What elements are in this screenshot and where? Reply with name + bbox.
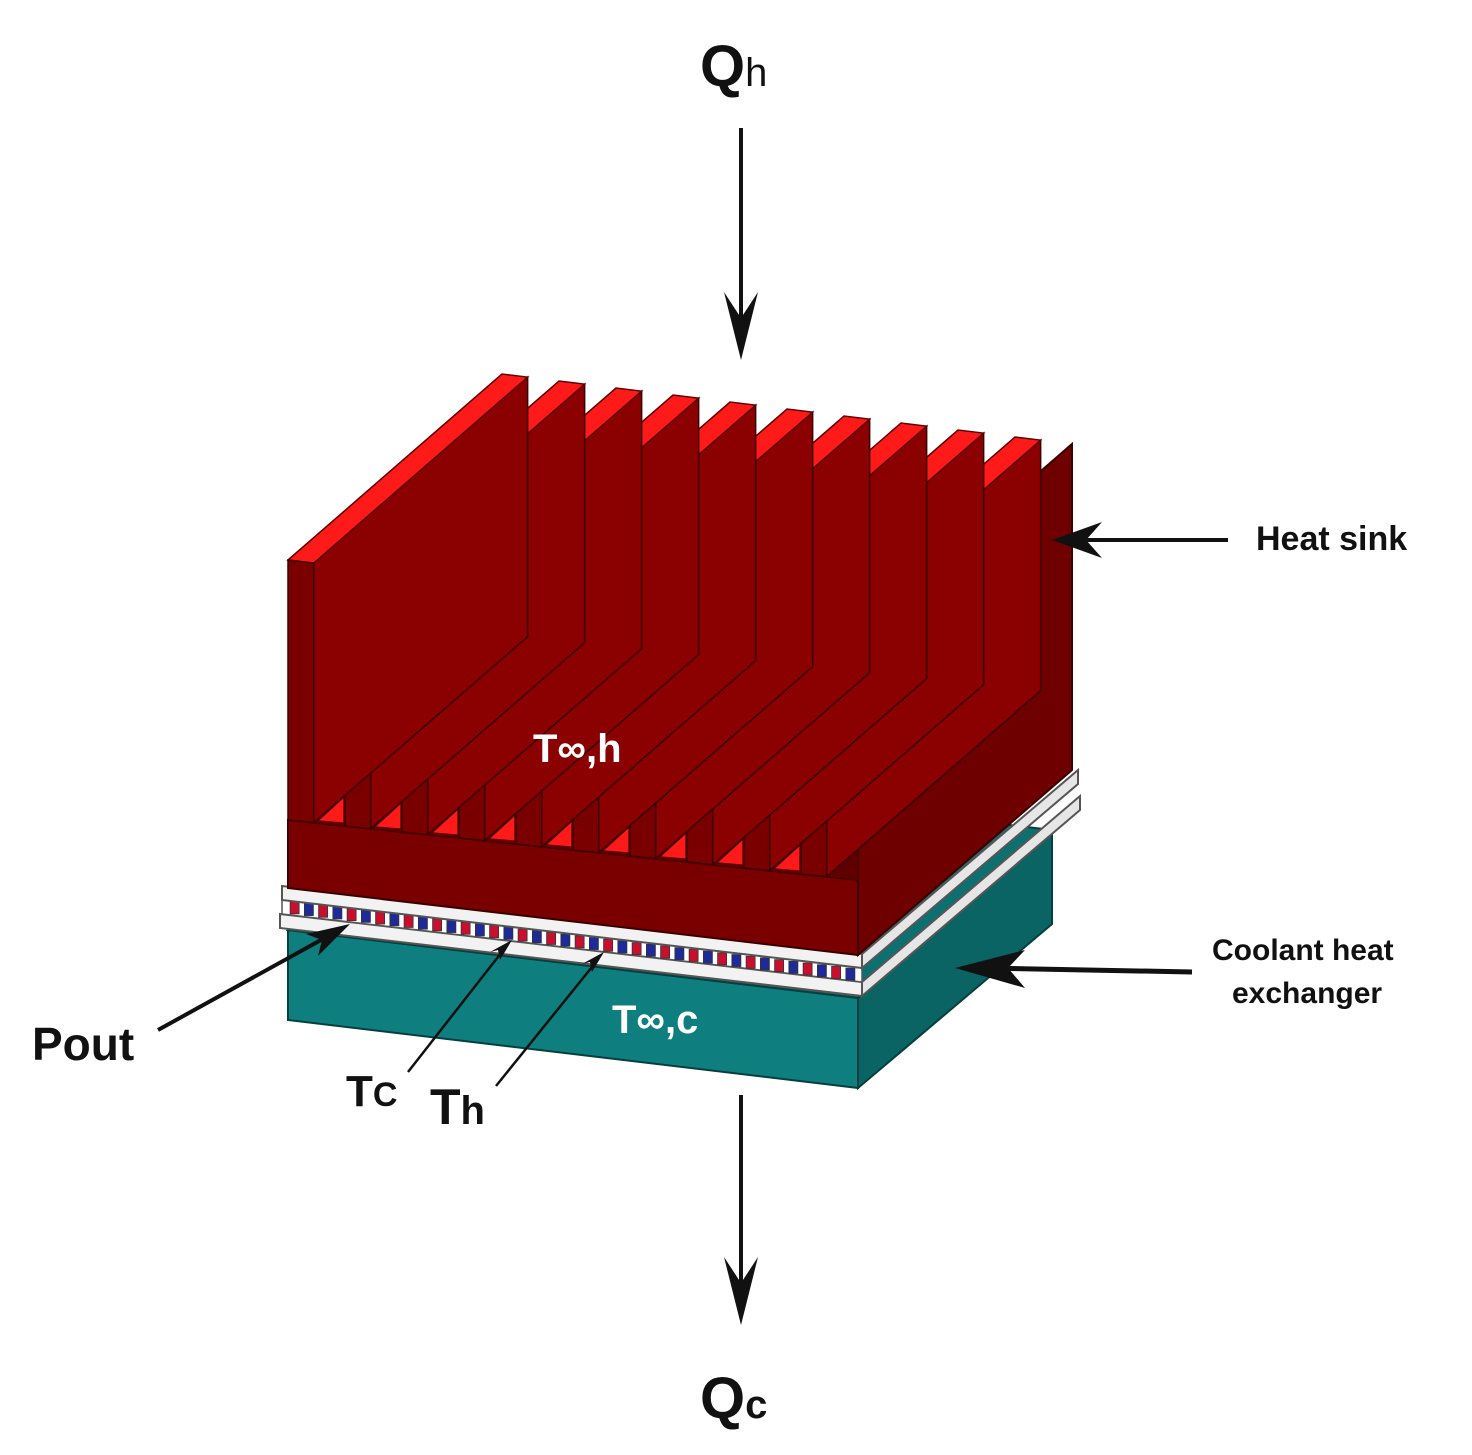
p-type-pellet bbox=[688, 949, 699, 962]
n-type-pellet bbox=[474, 923, 485, 937]
pout-label: Pout bbox=[32, 1018, 134, 1070]
p-type-pellet bbox=[574, 935, 585, 949]
pointer-heat-sink bbox=[1052, 522, 1228, 558]
p-type-pellet bbox=[517, 928, 528, 942]
n-type-pellet bbox=[531, 930, 542, 944]
fin-gap-highlight bbox=[718, 840, 743, 865]
n-type-pellet bbox=[617, 940, 628, 954]
fin-gap-highlight bbox=[490, 816, 515, 841]
fin-gap-highlight bbox=[433, 810, 458, 835]
n-type-pellet bbox=[332, 906, 343, 920]
fin-gap-highlight bbox=[376, 804, 401, 829]
coolant-label-line2: exchanger bbox=[1232, 977, 1382, 1010]
p-type-pellet bbox=[460, 921, 471, 935]
n-type-pellet bbox=[702, 950, 713, 964]
p-type-pellet bbox=[432, 918, 443, 932]
heat-sink-label: Heat sink bbox=[1256, 520, 1407, 558]
n-type-pellet bbox=[360, 909, 371, 923]
pointer-pout bbox=[157, 924, 350, 1032]
p-type-pellet bbox=[774, 959, 785, 973]
n-type-pellet bbox=[588, 937, 599, 950]
pointer-th bbox=[495, 952, 604, 1087]
n-type-pellet bbox=[674, 947, 685, 961]
p-type-pellet bbox=[489, 925, 500, 939]
n-type-pellet bbox=[446, 920, 457, 933]
n-type-pellet bbox=[417, 916, 428, 930]
n-type-pellet bbox=[759, 957, 770, 971]
fin-gap-highlight bbox=[547, 822, 572, 847]
p-type-pellet bbox=[403, 915, 414, 928]
q-hot-label: Qh bbox=[700, 34, 767, 99]
p-type-pellet bbox=[745, 955, 756, 969]
n-type-pellet bbox=[503, 926, 514, 940]
p-type-pellet bbox=[346, 908, 357, 922]
n-type-pellet bbox=[788, 960, 799, 974]
fin-gap-highlight bbox=[775, 846, 800, 871]
fin-front-face bbox=[287, 559, 315, 824]
p-type-pellet bbox=[660, 945, 671, 959]
heat-sink bbox=[286, 373, 1073, 958]
n-type-pellet bbox=[845, 967, 856, 981]
p-type-pellet bbox=[631, 942, 642, 956]
fin-gap-highlight bbox=[661, 834, 686, 859]
pointer-tc bbox=[407, 940, 512, 1073]
n-type-pellet bbox=[389, 913, 400, 927]
p-type-pellet bbox=[717, 952, 728, 966]
t-hot-junction-label: Th bbox=[430, 1079, 485, 1135]
heat-in-arrow bbox=[724, 128, 758, 360]
coolant-label-line1: Coolant heat bbox=[1212, 934, 1394, 967]
n-type-pellet bbox=[731, 954, 742, 967]
p-type-pellet bbox=[546, 932, 557, 945]
pointer-coolant bbox=[955, 950, 1193, 988]
p-type-pellet bbox=[831, 966, 842, 979]
heat-sink-fins bbox=[286, 373, 1043, 880]
p-type-pellet bbox=[802, 962, 813, 976]
t-inf-cold-label: T∞,c bbox=[612, 998, 698, 1042]
n-type-pellet bbox=[303, 903, 314, 916]
t-cold-junction-label: TC bbox=[346, 1067, 397, 1116]
heat-out-arrow bbox=[724, 1095, 758, 1325]
t-inf-hot-label: T∞,h bbox=[533, 727, 622, 771]
p-type-pellet bbox=[603, 938, 614, 952]
n-type-pellet bbox=[645, 943, 656, 957]
fin-gap-highlight bbox=[319, 798, 344, 823]
p-type-pellet bbox=[375, 911, 386, 925]
fin-gap-highlight bbox=[604, 828, 629, 853]
n-type-pellet bbox=[560, 933, 571, 947]
p-type-pellet bbox=[289, 901, 300, 915]
q-cold-label: Qc bbox=[700, 1366, 767, 1431]
p-type-pellet bbox=[318, 904, 329, 918]
n-type-pellet bbox=[816, 964, 827, 978]
